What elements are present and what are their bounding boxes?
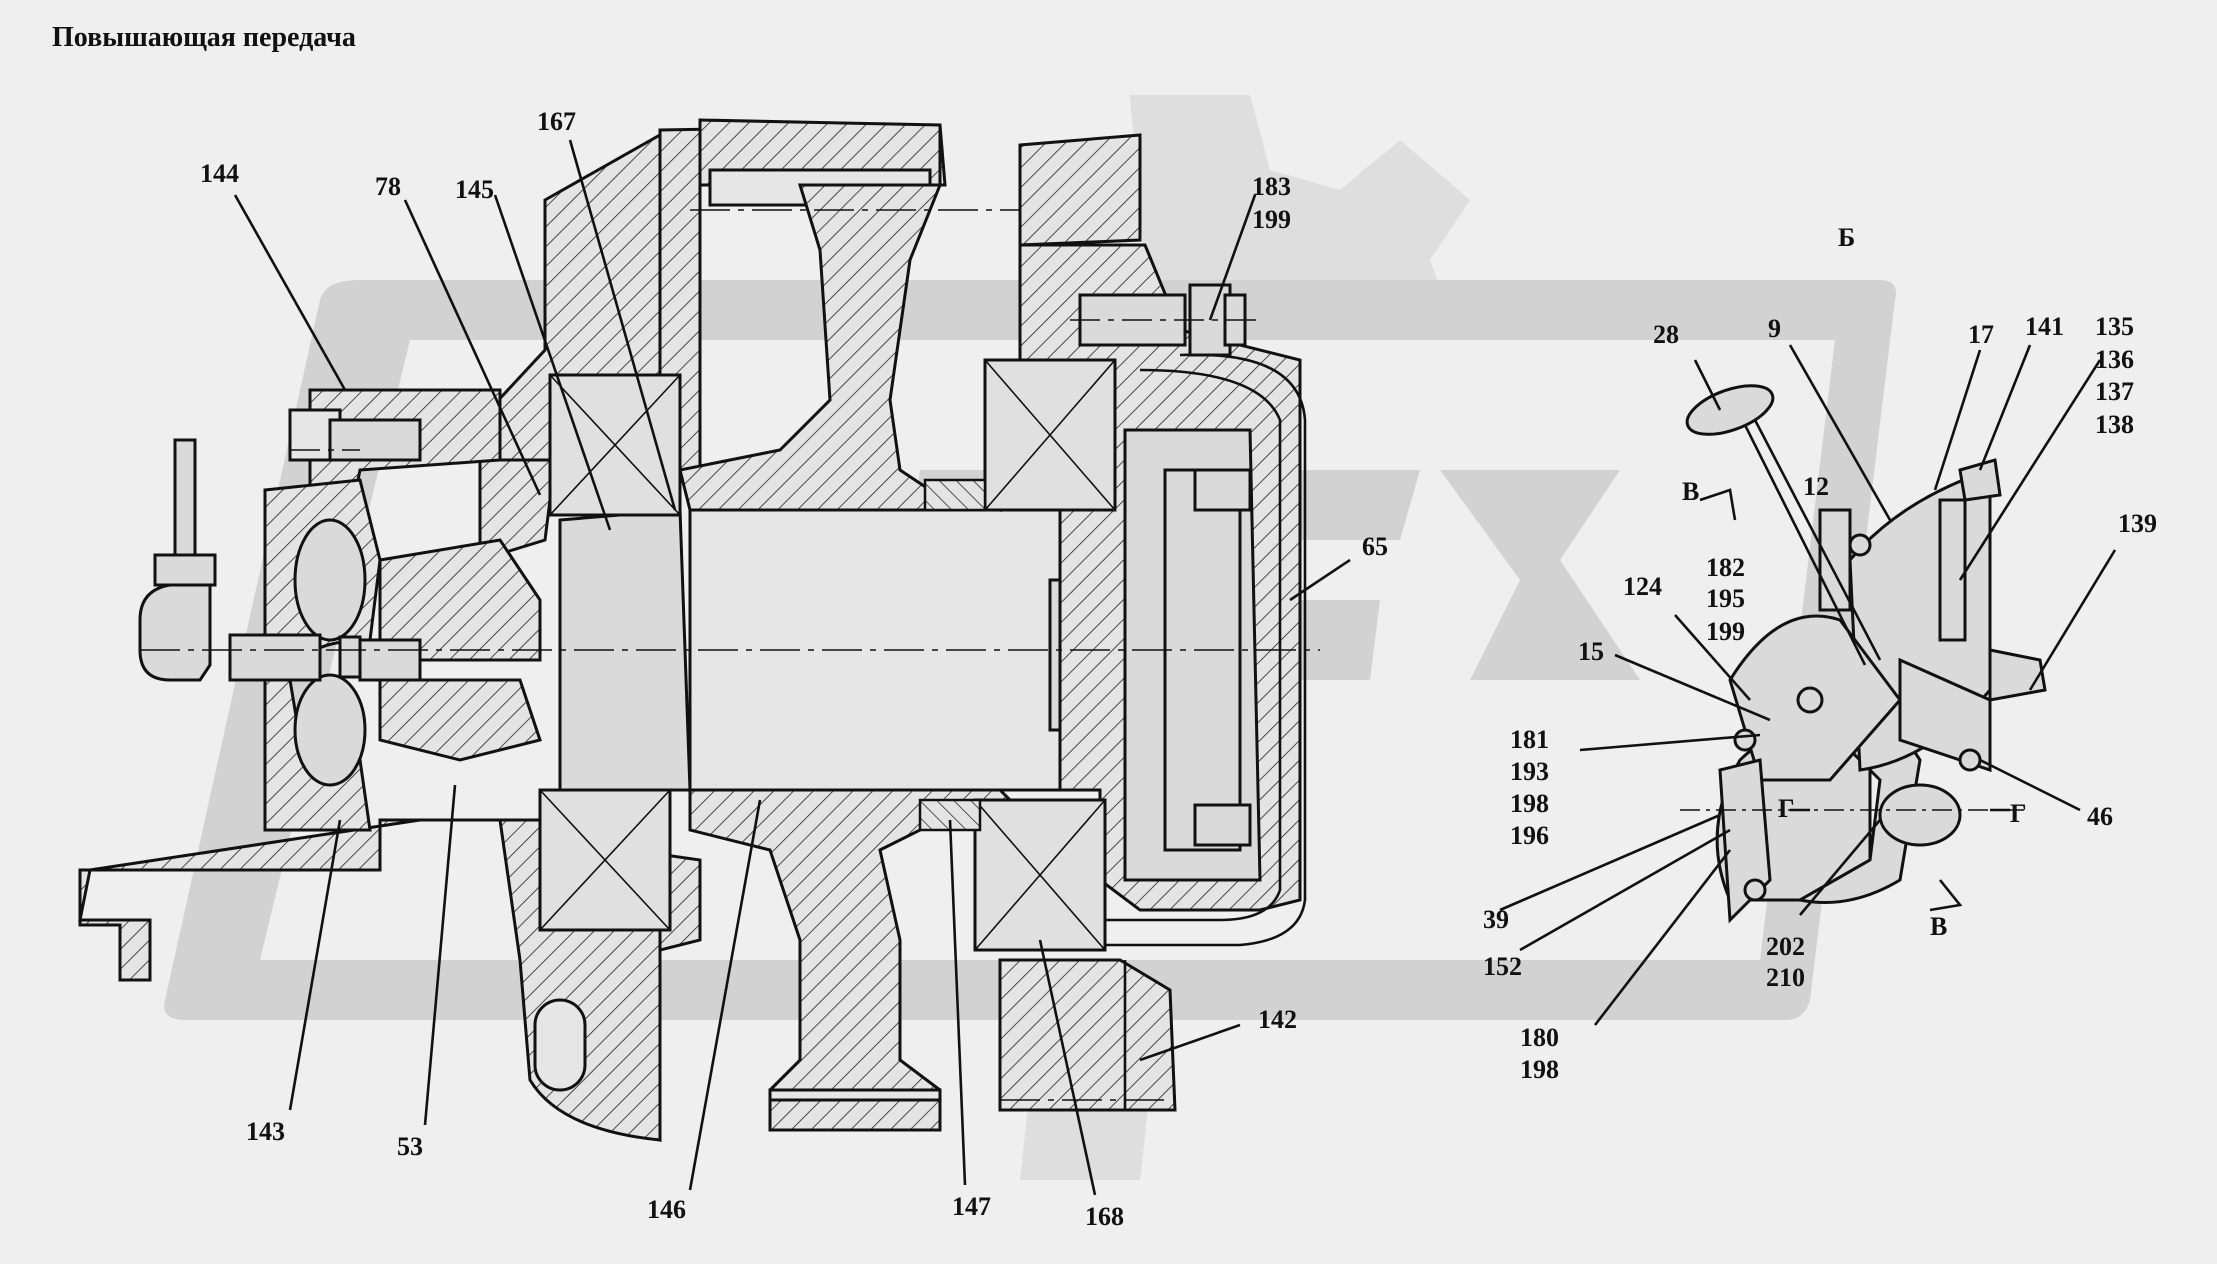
label-12: 12 — [1803, 472, 1829, 501]
label-135: 135 — [2095, 312, 2134, 341]
label-65: 65 — [1362, 532, 1388, 561]
label-v-bottom: В — [1930, 912, 1947, 941]
label-146: 146 — [647, 1195, 686, 1224]
label-182: 182 — [1706, 553, 1745, 582]
label-78: 78 — [375, 172, 401, 201]
label-138: 138 — [2095, 410, 2134, 439]
label-143: 143 — [246, 1117, 285, 1146]
label-193: 193 — [1510, 757, 1549, 786]
label-39: 39 — [1483, 905, 1509, 934]
label-144: 144 — [200, 159, 239, 188]
label-15: 15 — [1578, 637, 1604, 666]
label-view-b: Б — [1838, 223, 1855, 252]
label-183: 183 — [1252, 172, 1291, 201]
label-210: 210 — [1766, 963, 1805, 992]
label-53: 53 — [397, 1132, 423, 1161]
label-196: 196 — [1510, 821, 1549, 850]
gearbox-housing — [78, 118, 1320, 1143]
label-141: 141 — [2025, 312, 2064, 341]
label-9: 9 — [1768, 314, 1781, 343]
bearing-upper-right — [983, 358, 1117, 512]
label-147: 147 — [952, 1192, 991, 1221]
label-199: 199 — [1252, 205, 1291, 234]
label-198-b: 198 — [1520, 1055, 1559, 1084]
label-139: 139 — [2118, 509, 2157, 538]
label-181: 181 — [1510, 725, 1549, 754]
page-title: Повышающая передача — [52, 22, 356, 53]
bearing-168 — [973, 798, 1107, 952]
label-g-right: Г — [2010, 799, 2027, 828]
bearing-lower-left — [538, 788, 672, 932]
label-167: 167 — [537, 107, 576, 136]
label-202: 202 — [1766, 932, 1805, 961]
label-152: 152 — [1483, 952, 1522, 981]
label-198: 198 — [1510, 789, 1549, 818]
label-168: 168 — [1085, 1202, 1124, 1231]
label-46: 46 — [2087, 802, 2113, 831]
label-28: 28 — [1653, 320, 1679, 349]
leader-lines — [233, 139, 2117, 1196]
lever-detail-view — [1680, 384, 2047, 924]
part-labels: 144 78 145 167 183 199 65 143 53 146 147… — [200, 107, 2157, 1231]
label-17: 17 — [1968, 320, 1994, 349]
label-136: 136 — [2095, 345, 2134, 374]
label-137: 137 — [2095, 377, 2134, 406]
label-145: 145 — [455, 175, 494, 204]
label-180: 180 — [1520, 1023, 1559, 1052]
label-g-left: Г — [1778, 794, 1795, 823]
label-195: 195 — [1706, 584, 1745, 613]
label-142: 142 — [1258, 1005, 1297, 1034]
label-199-b: 199 — [1706, 617, 1745, 646]
label-124: 124 — [1623, 572, 1662, 601]
bearing-167 — [548, 373, 682, 517]
label-v-top: В — [1682, 477, 1699, 506]
